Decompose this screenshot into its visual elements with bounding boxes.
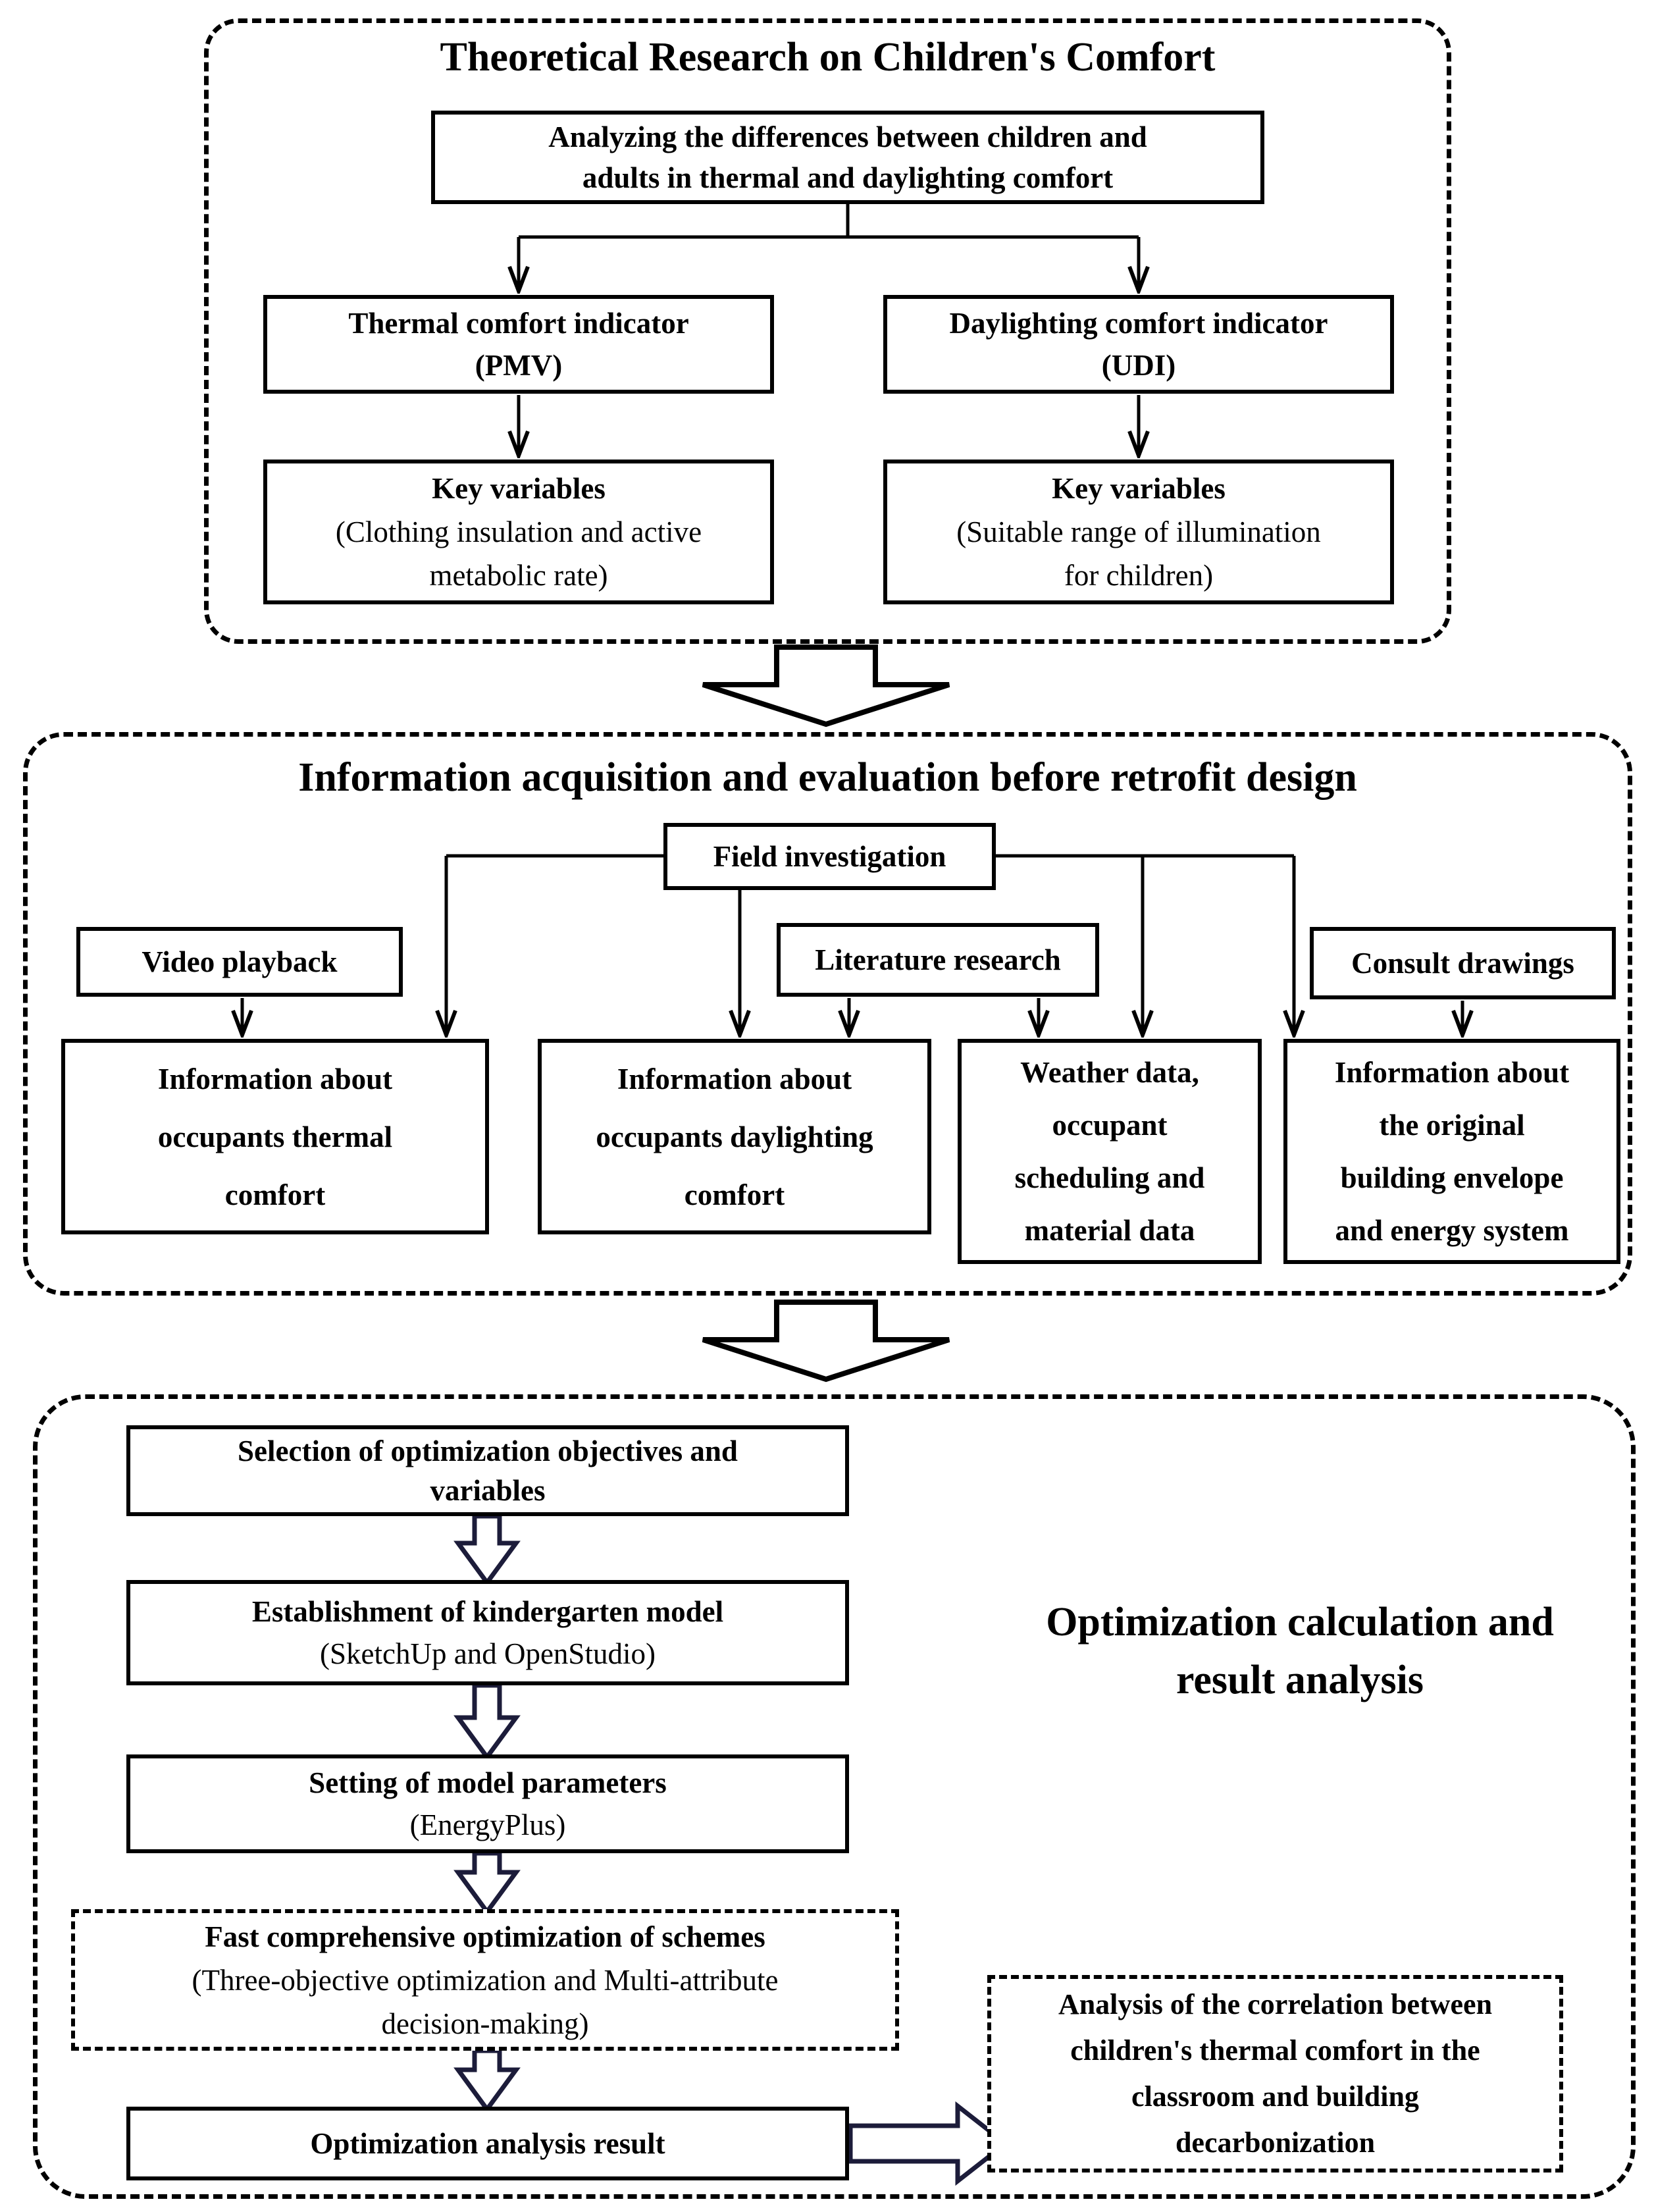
analyzing-line: Analyzing the differences between childr…: [548, 120, 1147, 153]
consult-drawings-label: Consult drawings: [1351, 947, 1574, 980]
optimization-result-box: Optimization analysis result: [126, 2107, 849, 2180]
video-playback-label: Video playback: [142, 945, 338, 978]
daylighting-indicator-line: (UDI): [1101, 349, 1176, 382]
building-info-line: and energy system: [1335, 1214, 1569, 1247]
daylighting-info-line: comfort: [684, 1178, 785, 1211]
video-playback-box: Video playback: [76, 927, 403, 997]
building-info-line: building envelope: [1340, 1161, 1564, 1194]
analyzing-line: adults in thermal and daylighting comfor…: [582, 161, 1114, 194]
thermal-info-line: occupants thermal: [157, 1120, 393, 1153]
field-investigation-label: Field investigation: [713, 840, 946, 873]
optimization-result-label: Optimization analysis result: [310, 2127, 665, 2160]
thermal-comfort-indicator-box: Thermal comfort indicator (PMV): [263, 295, 774, 394]
selection-line: Selection of optimization objectives and: [238, 1435, 738, 1467]
big-down-arrow-middle-to-bottom-icon: [702, 1300, 950, 1382]
daylighting-key-variables-box: Key variables (Suitable range of illumin…: [883, 460, 1394, 604]
selection-line: variables: [430, 1474, 546, 1507]
arrow-fast-to-result-icon: [453, 2048, 521, 2113]
section-title-information: Information acquisition and evaluation b…: [298, 755, 1357, 800]
daylighting-indicator-line: Daylighting comfort indicator: [949, 307, 1328, 340]
fast-optimization-detail: (Three-objective optimization and Multi-…: [192, 1963, 779, 1997]
optimization-heading-line: Optimization calculation and: [1046, 1600, 1554, 1645]
parameters-detail: (EnergyPlus): [409, 1808, 566, 1841]
building-info-line: the original: [1379, 1109, 1525, 1142]
establishment-title: Establishment of kindergarten model: [251, 1595, 724, 1628]
thermal-info-line: comfort: [224, 1178, 326, 1211]
section-theoretical-research: [204, 18, 1451, 644]
section-information-acquisition: [23, 732, 1632, 1296]
establishment-model-box: Establishment of kindergarten model (Ske…: [126, 1580, 849, 1685]
arrow-selection-to-establishment-icon: [453, 1514, 521, 1587]
correlation-line: decarbonization: [1175, 2126, 1376, 2159]
arrow-parameters-to-fast-icon: [453, 1851, 521, 1916]
daylighting-info-line: Information about: [617, 1062, 852, 1095]
model-parameters-box: Setting of model parameters (EnergyPlus): [126, 1754, 849, 1853]
key-variables-title: Key variables: [1052, 472, 1226, 505]
fast-optimization-title: Fast comprehensive optimization of schem…: [205, 1920, 765, 1953]
fast-optimization-detail: decision-making): [381, 2007, 589, 2040]
correlation-line: Analysis of the correlation between: [1058, 1988, 1493, 2020]
weather-data-line: material data: [1024, 1214, 1195, 1247]
optimization-section-heading: Optimization calculation and result anal…: [987, 1593, 1613, 1709]
daylighting-info-box: Information about occupants daylighting …: [538, 1039, 931, 1234]
key-variables-detail: (Suitable range of illumination: [956, 515, 1321, 548]
key-variables-detail: for children): [1064, 559, 1214, 592]
selection-objectives-box: Selection of optimization objectives and…: [126, 1425, 849, 1516]
weather-data-line: scheduling and: [1014, 1161, 1205, 1194]
daylighting-info-line: occupants daylighting: [596, 1120, 873, 1153]
arrow-establishment-to-parameters-icon: [453, 1683, 521, 1761]
daylighting-comfort-indicator-box: Daylighting comfort indicator (UDI): [883, 295, 1394, 394]
key-variables-detail: (Clothing insulation and active: [335, 515, 702, 548]
consult-drawings-box: Consult drawings: [1310, 927, 1616, 999]
key-variables-title: Key variables: [432, 472, 606, 505]
analyzing-differences-box: Analyzing the differences between childr…: [431, 111, 1264, 204]
building-info-box: Information about the original building …: [1283, 1039, 1620, 1264]
correlation-line: classroom and building: [1131, 2080, 1419, 2113]
literature-research-label: Literature research: [815, 943, 1061, 976]
thermal-info-box: Information about occupants thermal comf…: [61, 1039, 489, 1234]
weather-data-line: occupant: [1052, 1109, 1168, 1142]
weather-data-line: Weather data,: [1020, 1056, 1199, 1089]
thermal-key-variables-box: Key variables (Clothing insulation and a…: [263, 460, 774, 604]
correlation-line: children's thermal comfort in the: [1070, 2034, 1480, 2067]
correlation-analysis-box: Analysis of the correlation between chil…: [987, 1975, 1563, 2172]
establishment-detail: (SketchUp and OpenStudio): [320, 1637, 656, 1670]
parameters-title: Setting of model parameters: [309, 1766, 667, 1799]
optimization-heading-line: result analysis: [1176, 1658, 1424, 1702]
building-info-line: Information about: [1334, 1056, 1570, 1089]
section-optimization-calculation: [33, 1394, 1636, 2199]
key-variables-detail: metabolic rate): [429, 559, 608, 592]
thermal-indicator-line: (PMV): [475, 349, 563, 382]
thermal-indicator-line: Thermal comfort indicator: [348, 307, 689, 340]
arrow-result-to-correlation-icon: [848, 2101, 1010, 2186]
field-investigation-box: Field investigation: [663, 823, 996, 890]
thermal-info-line: Information about: [157, 1062, 393, 1095]
fast-optimization-box: Fast comprehensive optimization of schem…: [71, 1909, 899, 2051]
weather-data-box: Weather data, occupant scheduling and ma…: [958, 1039, 1262, 1264]
literature-research-box: Literature research: [777, 923, 1099, 997]
big-down-arrow-top-to-middle-icon: [702, 645, 950, 727]
section-title-theoretical: Theoretical Research on Children's Comfo…: [440, 35, 1216, 80]
